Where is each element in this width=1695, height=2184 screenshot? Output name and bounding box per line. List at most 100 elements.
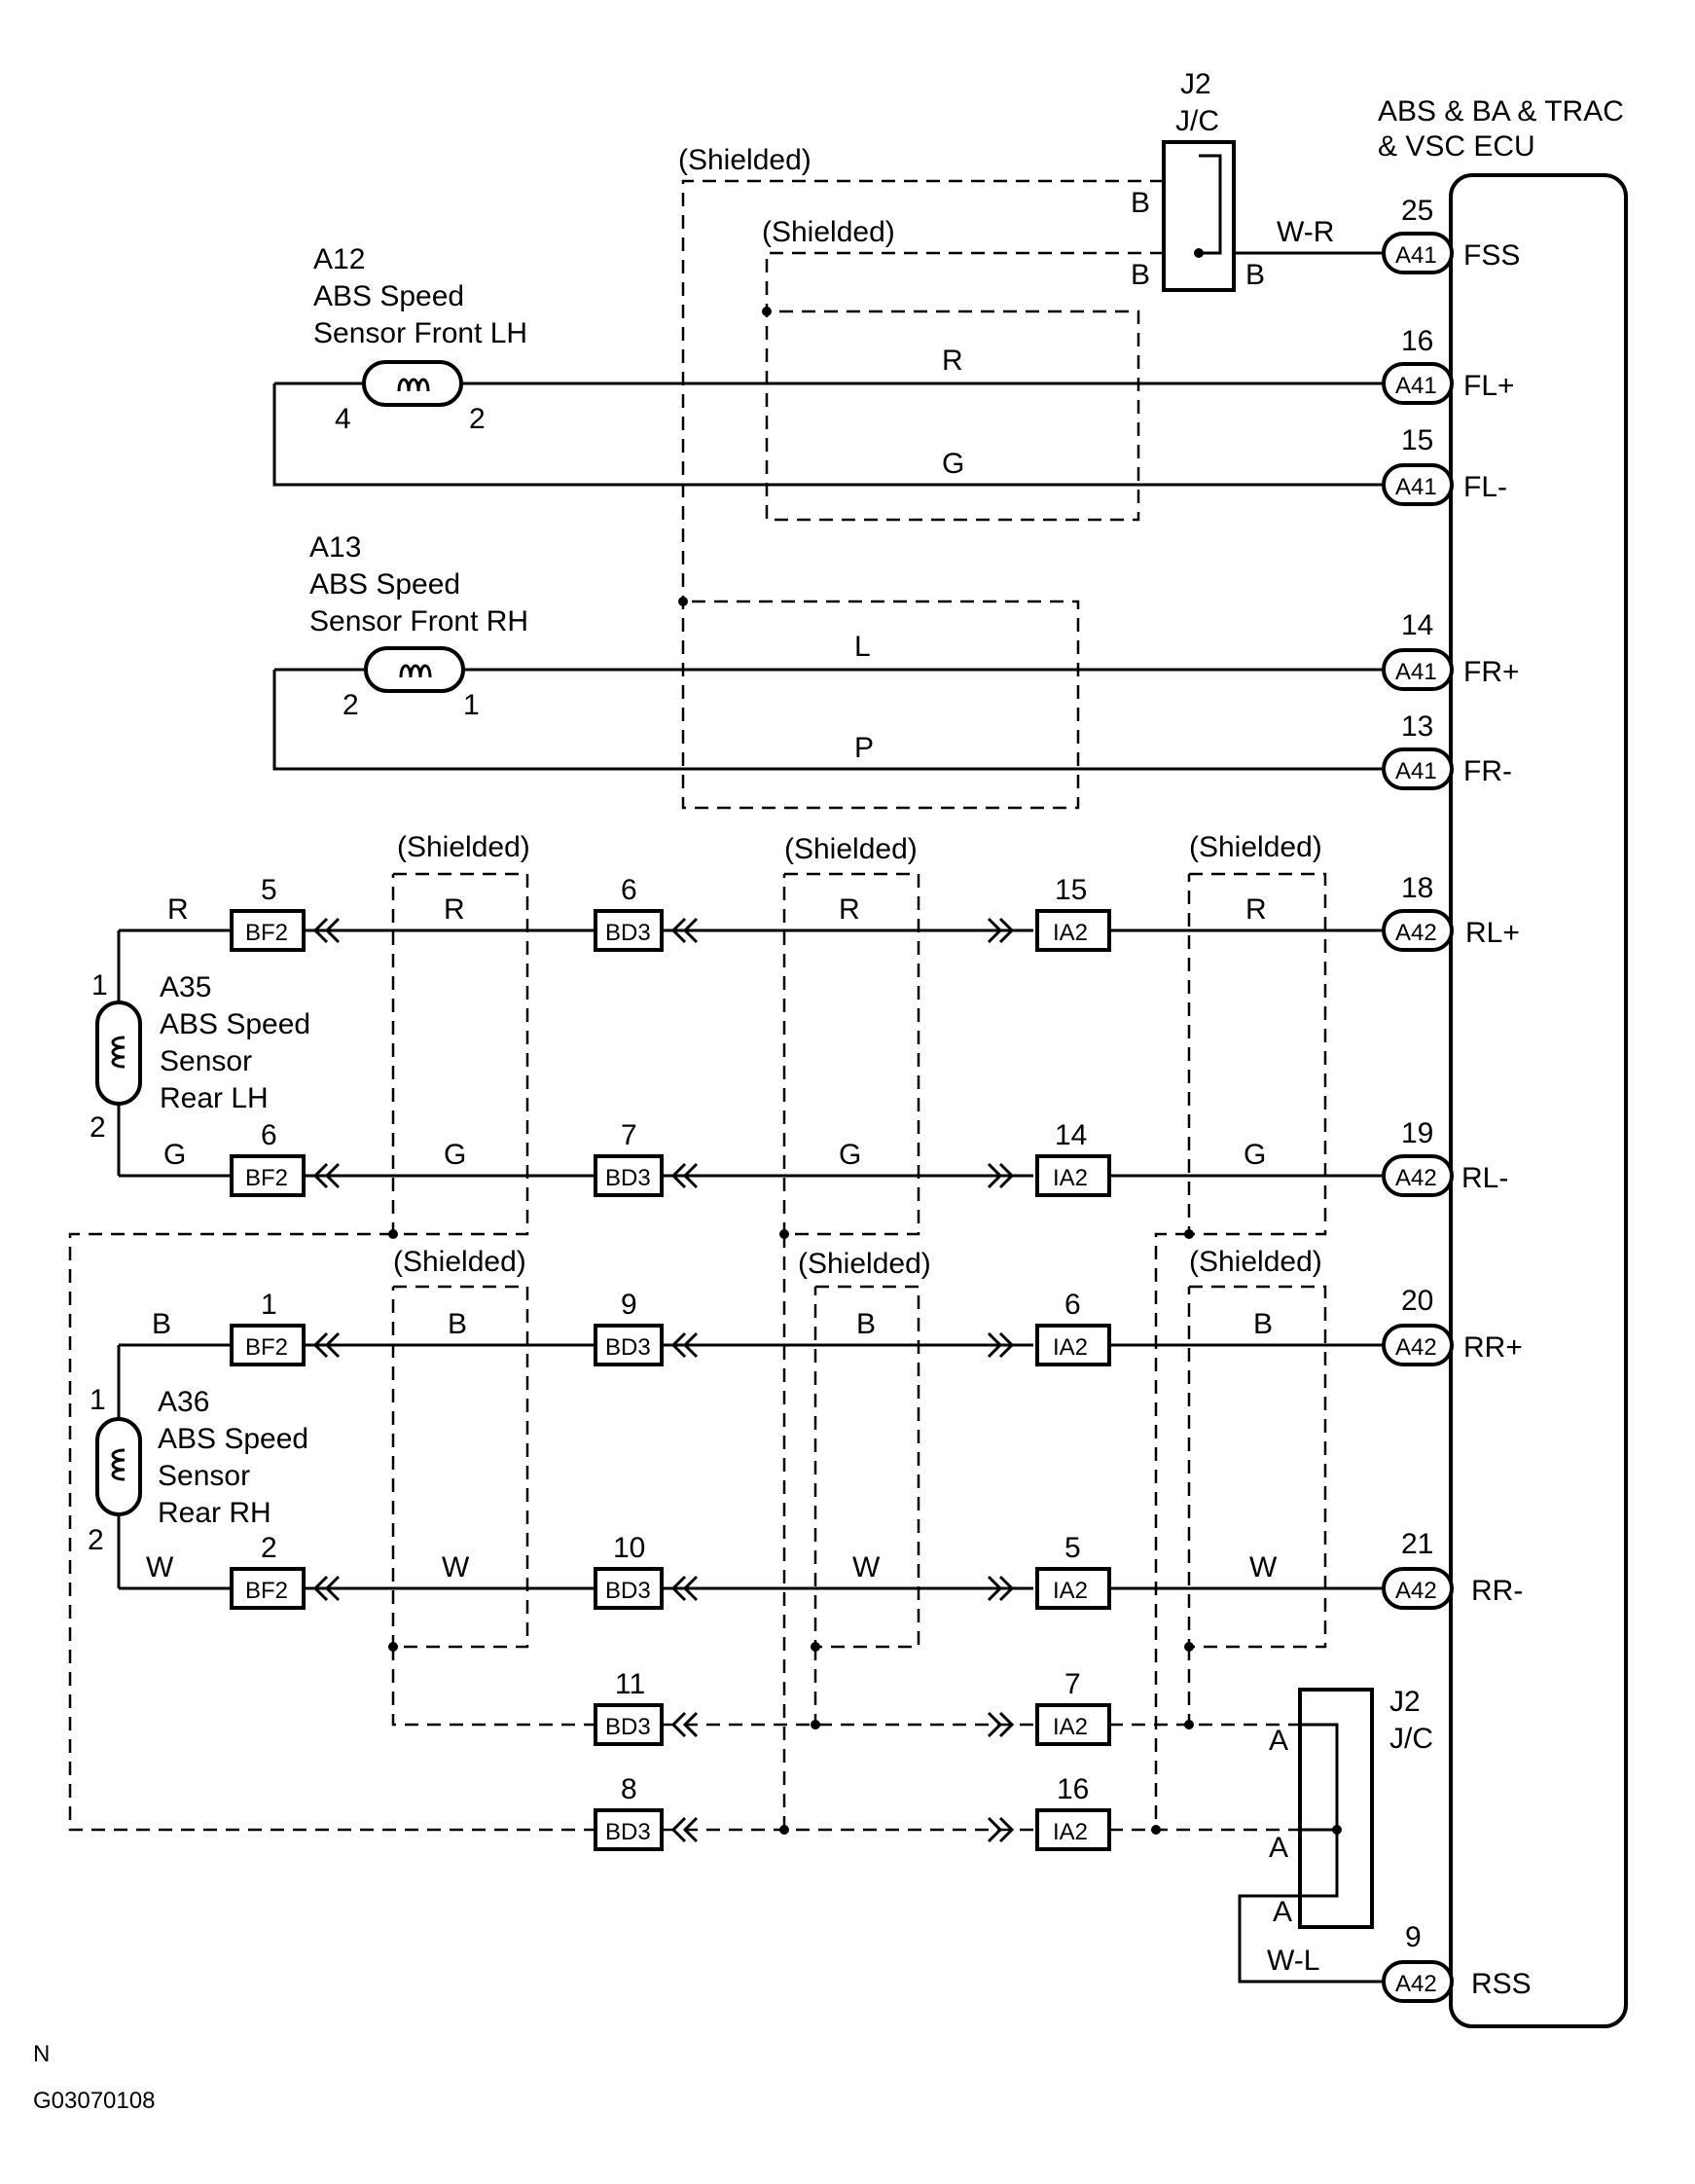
shield-front-inner <box>765 251 1164 522</box>
coil-icon <box>399 664 432 678</box>
sensor-fr-coil <box>364 646 465 693</box>
shield-label-rr-mid: (Shielded) <box>798 1248 931 1280</box>
terminal-pin: 9 <box>1405 1921 1422 1953</box>
connector-bd3-label: BD3 <box>605 920 651 946</box>
ia2-pin: 14 <box>1055 1119 1087 1151</box>
terminal-signal: RL+ <box>1465 917 1520 949</box>
coil-icon <box>397 378 430 392</box>
sensor-rr-code: A36 <box>158 1386 209 1418</box>
terminal-connector: A41 <box>1395 242 1437 269</box>
shield-rr-mid <box>813 1285 920 1649</box>
sensor-rr-name: ABS Speed <box>158 1423 308 1455</box>
chevron-icon <box>987 1162 1003 1189</box>
chevron-icon <box>670 1711 687 1738</box>
terminal-plug <box>1382 463 1454 506</box>
connector-bf2 <box>230 1567 306 1610</box>
wire-rss-label: W-L <box>1267 1945 1319 1977</box>
terminal-connector: A41 <box>1395 474 1437 500</box>
chevron-icon <box>670 1162 687 1189</box>
wire-color: R <box>839 893 860 926</box>
chevron-icon <box>987 1331 1003 1359</box>
shield-row-11: BD3 IA2 11 7 <box>594 1668 1111 1746</box>
rear-row-rr-plus: BF2 BD3 IA2 1 9 6 B B B B <box>119 1289 1384 1366</box>
wire-fl-plus-label: R <box>942 345 963 377</box>
terminal-pin: 20 <box>1401 1285 1433 1317</box>
terminal-rl-minus: A42 19 RL- <box>1382 1117 1508 1197</box>
connector-ia2 <box>1035 1324 1111 1366</box>
wire-color: W <box>146 1551 174 1583</box>
terminal-fl-plus: A41 16 FL+ <box>1382 325 1515 405</box>
wire-fr-minus-label: P <box>854 732 874 764</box>
chevron-icon <box>324 1331 341 1359</box>
terminal-pin: 19 <box>1401 1117 1433 1149</box>
junction-connector-top <box>1162 140 1236 292</box>
connector-bf2-label: BF2 <box>245 920 288 946</box>
junction-bottom-id: J2 <box>1389 1686 1421 1718</box>
ecu-body <box>1449 173 1628 2028</box>
sensor-rl-name: ABS Speed <box>160 1008 310 1040</box>
terminal-signal: FSS <box>1463 239 1520 272</box>
wire-color: W <box>1249 1551 1278 1583</box>
connector-ia2-label: IA2 <box>1053 1578 1088 1604</box>
terminal-pin: 21 <box>1401 1528 1433 1560</box>
wire-fr-minus <box>272 670 1384 771</box>
shield-node <box>1151 1825 1161 1835</box>
shield-label-rl-mid: (Shielded) <box>784 833 918 865</box>
wire-color: G <box>163 1139 186 1171</box>
connector-ia2 <box>1035 1703 1111 1746</box>
sensor-fl-pin-b: 2 <box>469 403 486 435</box>
chevron-icon <box>670 917 687 944</box>
terminal-pin: 15 <box>1401 424 1433 456</box>
chevron-icon <box>324 1575 341 1602</box>
sensor-rl-pin-b: 2 <box>90 1111 106 1144</box>
chevron-icon <box>998 1816 1015 1843</box>
terminal-connector: A41 <box>1395 758 1437 784</box>
chevron-icon <box>312 1331 329 1359</box>
chevron-icon <box>998 1575 1015 1602</box>
terminal-fr-plus: A41 14 FR+ <box>1382 609 1520 691</box>
ia2-pin: 7 <box>1064 1668 1081 1700</box>
chevron-icon <box>998 1162 1015 1189</box>
shield-rr-right <box>1187 1285 1327 1649</box>
connector-ia2 <box>1035 1808 1111 1851</box>
ecu-title-line2: & VSC ECU <box>1378 130 1535 163</box>
connector-bd3 <box>594 1703 664 1746</box>
chevron-icon <box>682 1711 699 1738</box>
terminal-pin: 25 <box>1401 195 1433 227</box>
sensor-rr-pin-b: 2 <box>88 1524 104 1556</box>
wire-color: B <box>152 1308 171 1340</box>
connector-bd3-label: BD3 <box>605 1578 651 1604</box>
bd3-pin: 6 <box>621 874 637 906</box>
junction-bottom-type: J/C <box>1389 1723 1433 1755</box>
terminal-plug <box>1382 1324 1454 1366</box>
coil-icon <box>111 1448 126 1481</box>
chevron-icon <box>682 1575 699 1602</box>
chevron-icon <box>682 1816 699 1843</box>
wire-fl-minus-label: G <box>942 448 964 480</box>
chevron-icon <box>998 1331 1015 1359</box>
terminal-rl-plus: A42 18 RL+ <box>1382 872 1520 952</box>
rear-row-rl-minus: BF2 BD3 IA2 6 7 14 G G G G <box>119 1119 1384 1197</box>
terminal-signal: FR+ <box>1463 656 1520 688</box>
chevron-icon <box>324 917 341 944</box>
wire-color: W <box>442 1551 470 1583</box>
sensor-fl-position: Sensor Front LH <box>313 317 527 349</box>
ia2-pin: 6 <box>1064 1289 1081 1321</box>
connector-bf2 <box>230 1154 306 1197</box>
shield-node <box>779 1825 789 1835</box>
chevron-icon <box>987 1711 1003 1738</box>
connector-bf2 <box>230 909 306 952</box>
junction-bottom-pin-1: A <box>1269 1725 1288 1757</box>
shield-rr-left <box>391 1285 529 1649</box>
shield-label-front-outer: (Shielded) <box>678 144 811 176</box>
connector-bf2-label: BF2 <box>245 1578 288 1604</box>
bd3-pin: 10 <box>613 1532 645 1564</box>
ia2-pin: 5 <box>1064 1532 1081 1564</box>
terminal-pin: 13 <box>1401 710 1433 743</box>
connector-bd3 <box>594 909 664 952</box>
terminal-rr-plus: A42 20 RR+ <box>1382 1285 1523 1366</box>
connector-ia2-label: IA2 <box>1053 1334 1088 1361</box>
terminal-fss: A41 25 FSS <box>1382 195 1520 274</box>
wire-color: R <box>167 893 189 926</box>
chevron-icon <box>998 1711 1015 1738</box>
